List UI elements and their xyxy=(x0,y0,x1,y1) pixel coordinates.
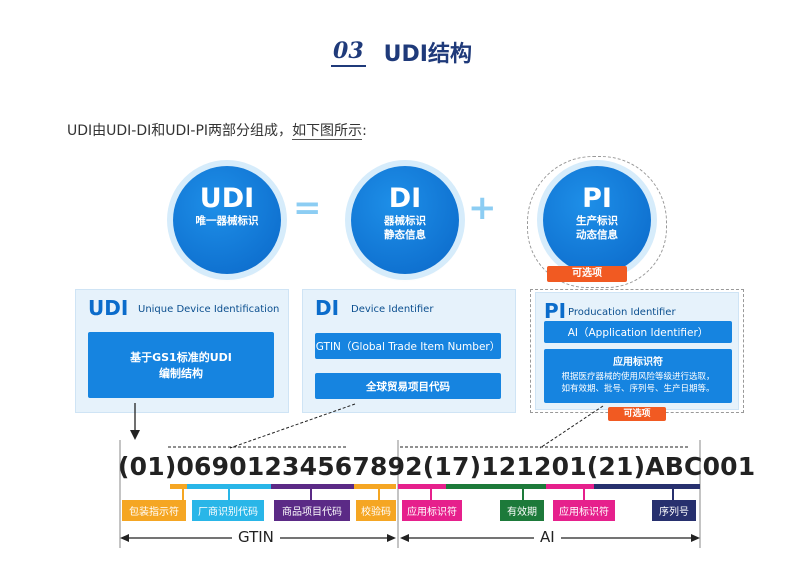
udi-panel-box: 基于GS1标准的UDI 编制结构 xyxy=(88,332,274,398)
tick-company xyxy=(228,484,230,500)
tick-ai17 xyxy=(430,484,432,500)
ai-arrow-right xyxy=(691,534,700,542)
di-gtin-box: GTIN（Global Trade Item Number） xyxy=(315,333,501,359)
di-circle: DI 器械标识 静态信息 xyxy=(351,166,459,274)
segment-bar-item xyxy=(271,484,354,489)
udi-panel: UDI Unique Device Identification 基于GS1标准… xyxy=(75,289,289,413)
gtin-arrow-right xyxy=(387,534,396,542)
label-packaging-indicator: 包装指示符 xyxy=(122,500,186,521)
udi-box-line2: 编制结构 xyxy=(159,367,203,380)
di-dashed-connector xyxy=(229,403,356,449)
tick-expiry xyxy=(522,484,524,500)
optional-tag-bottom: 可选项 xyxy=(608,407,666,421)
label-ai-17: 应用标识符 xyxy=(402,500,462,521)
label-company-prefix: 厂商识别代码 xyxy=(192,500,264,521)
pi-dashed-connector xyxy=(539,405,604,449)
pi-panel: PI Producation Identifier AI（Application… xyxy=(535,292,739,410)
di-circle-line1: 器械标识 xyxy=(384,215,426,227)
pi-circle-title: PI xyxy=(582,183,612,214)
label-serial-number: 序列号 xyxy=(652,500,696,521)
intro-after: : xyxy=(362,123,367,139)
ai-bracket-label: AI xyxy=(534,528,561,546)
pi-dashed-ring xyxy=(527,156,667,288)
udi-box-line1: 基于GS1标准的UDI xyxy=(130,351,232,364)
udi-panel-title: UDI xyxy=(88,296,129,320)
segment-bar-ai21 xyxy=(546,484,594,489)
segment-bar-indicator xyxy=(170,484,187,489)
udi-circle: UDI 唯一器械标识 xyxy=(173,166,281,274)
pi-ai-box: AI（Application Identifier） xyxy=(544,321,732,343)
section-heading: 03 UDI结构 xyxy=(0,36,803,68)
di-panel-title: DI xyxy=(315,296,340,320)
di-panel: DI Device Identifier GTIN（Global Trade I… xyxy=(302,289,516,413)
pi-panel-title: PI xyxy=(544,299,567,323)
label-item-reference: 商品项目代码 xyxy=(274,500,350,521)
ai-arrow-left xyxy=(400,534,409,542)
di-global-box: 全球贸易项目代码 xyxy=(315,373,501,399)
udi-arrow-head xyxy=(130,430,140,440)
udi-code-string: (01)06901234567892(17)121201(21)ABC001 xyxy=(118,452,756,481)
udi-circle-title: UDI xyxy=(199,183,255,214)
intro-link[interactable]: 如下图所示 xyxy=(292,123,363,140)
tick-serial xyxy=(672,484,674,500)
pi-circle-line2: 动态信息 xyxy=(576,229,618,241)
label-ai-21: 应用标识符 xyxy=(553,500,615,521)
tick-ai21 xyxy=(583,484,585,500)
tick-indicator xyxy=(182,484,184,500)
di-circle-title: DI xyxy=(388,183,422,214)
tick-check xyxy=(378,484,380,500)
label-expiry-date: 有效期 xyxy=(500,500,544,521)
segment-bar-check xyxy=(354,484,396,489)
equals-sign: = xyxy=(293,188,322,228)
pi-circle-line1: 生产标识 xyxy=(576,215,618,227)
intro-text: UDI由UDI-DI和UDI-PI两部分组成，如下图所示: xyxy=(67,120,367,140)
label-check-digit: 校验码 xyxy=(356,500,396,521)
pi-ai-detail-box: 应用标识符 根据医疗器械的使用风险等级进行选取， 如有效期、批号、序列号、生产日… xyxy=(544,349,732,403)
gtin-arrow-left xyxy=(120,534,129,542)
udi-panel-subtitle: Unique Device Identification xyxy=(138,304,280,315)
segment-bar-ai17 xyxy=(398,484,446,489)
pi-circle: PI 生产标识 动态信息 xyxy=(543,166,651,274)
gtin-bracket-label: GTIN xyxy=(232,528,280,546)
optional-tag-top: 可选项 xyxy=(547,266,627,282)
section-number: 03 xyxy=(331,38,366,67)
tick-item xyxy=(310,484,312,500)
section-title: UDI结构 xyxy=(383,42,472,67)
di-circle-line2: 静态信息 xyxy=(384,229,426,241)
udi-circle-line1: 唯一器械标识 xyxy=(195,215,259,227)
pi-panel-subtitle: Producation Identifier xyxy=(568,307,676,318)
pi-detail-title: 应用标识符 xyxy=(613,357,663,368)
segment-bar-expiry xyxy=(446,484,546,489)
pi-detail-line1: 根据医疗器械的使用风险等级进行选取， xyxy=(561,372,715,382)
pi-detail-line2: 如有效期、批号、序列号、生产日期等。 xyxy=(561,384,715,394)
segment-bar-serial xyxy=(594,484,700,489)
intro-before: UDI由UDI-DI和UDI-PI两部分组成， xyxy=(67,123,293,139)
di-panel-subtitle: Device Identifier xyxy=(351,304,434,315)
plus-sign: + xyxy=(468,188,497,228)
